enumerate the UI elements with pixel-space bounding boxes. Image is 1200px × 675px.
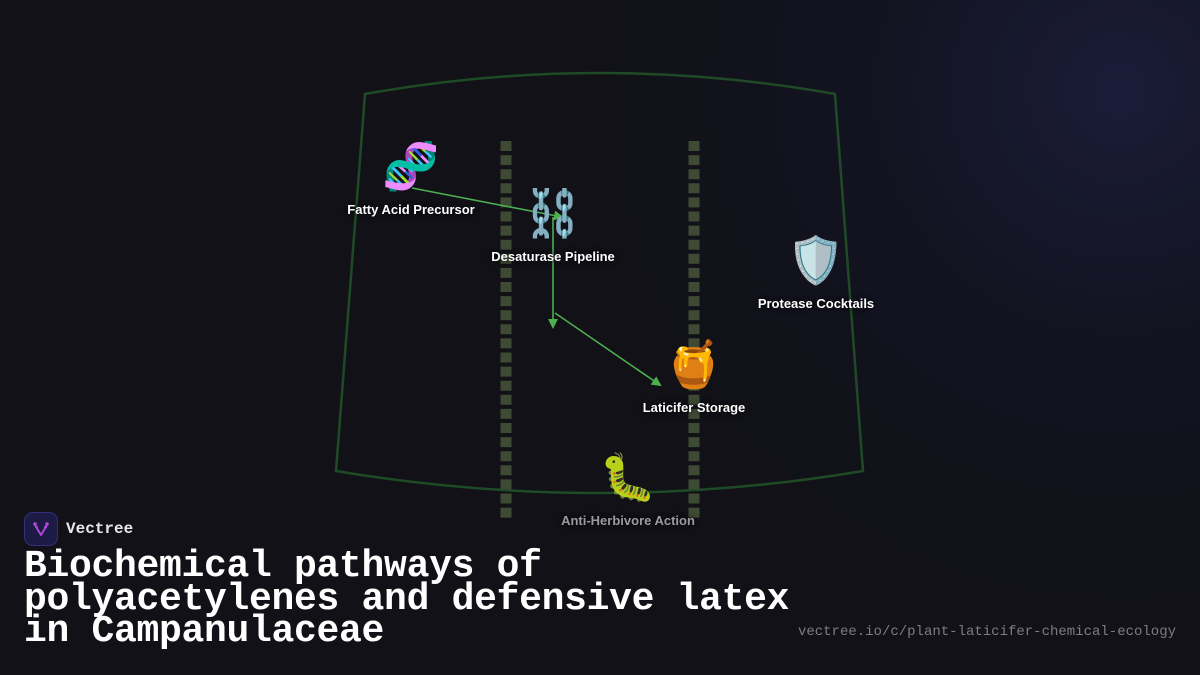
- brand: Vectree: [24, 512, 133, 546]
- node-label: Protease Cocktails: [757, 296, 875, 311]
- cell-outline: [334, 71, 865, 495]
- node-label: Laticifer Storage: [642, 400, 746, 415]
- brand-name: Vectree: [66, 520, 134, 538]
- node-desaturase-pipeline[interactable]: ⛓️ Desaturase Pipeline: [491, 187, 615, 264]
- arrow-to-laticifer-storage: [554, 312, 662, 387]
- node-protease-cocktails[interactable]: 🛡️ Protease Cocktails: [758, 234, 874, 311]
- node-laticifer-storage[interactable]: 🍯 Laticifer Storage: [643, 338, 746, 415]
- dna-icon: 🧬: [382, 140, 440, 192]
- chain-icon: ⛓️: [524, 187, 582, 239]
- arrow-precursor-to-desaturase: [411, 187, 564, 221]
- honey-pot-icon: 🍯: [665, 338, 723, 390]
- source-url[interactable]: vectree.io/c/plant-laticifer-chemical-ec…: [797, 624, 1176, 640]
- node-fatty-acid-precursor[interactable]: 🧬 Fatty Acid Precursor: [347, 140, 474, 217]
- page-title: Biochemical pathways of polyacetylenes a…: [24, 545, 790, 653]
- vectree-logo-icon: [24, 512, 58, 546]
- node-anti-herbivore-action[interactable]: 🐛 Anti-Herbivore Action: [561, 451, 695, 528]
- caterpillar-icon: 🐛: [599, 451, 657, 503]
- shield-icon: 🛡️: [787, 234, 845, 286]
- node-label: Fatty Acid Precursor: [347, 202, 475, 217]
- node-label: Desaturase Pipeline: [491, 249, 615, 264]
- node-label: Anti-Herbivore Action: [561, 513, 695, 528]
